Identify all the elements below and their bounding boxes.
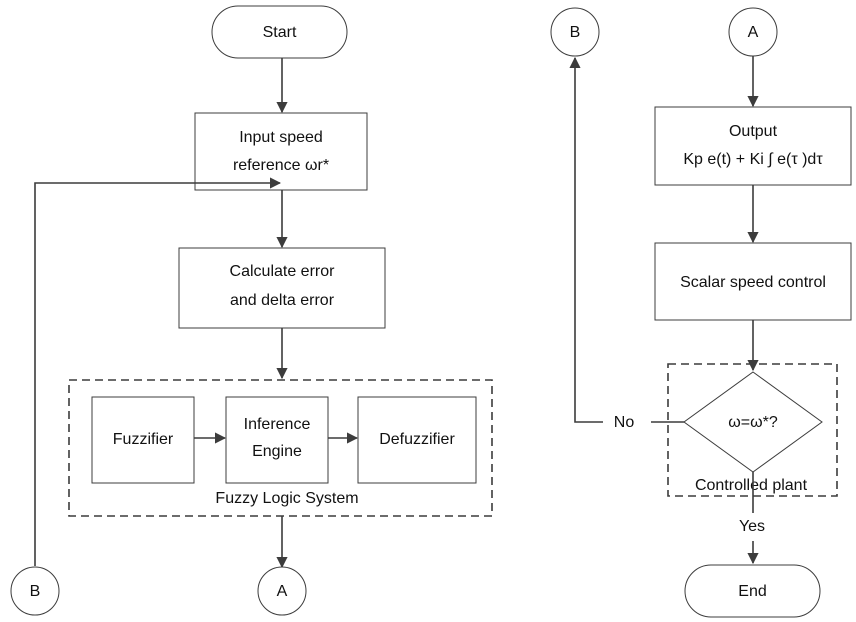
fuzzifier-box: Fuzzifier	[91, 396, 195, 484]
input-speed-box: Input speed reference ωr*	[194, 112, 368, 191]
defuzzifier-box: Defuzzifier	[357, 396, 477, 484]
calculate-error-line1: Calculate error	[230, 263, 336, 280]
decision-label: ω=ω*?	[728, 414, 778, 431]
defuzzifier-label: Defuzzifier	[379, 431, 455, 448]
scalar-speed-control-label: Scalar speed control	[680, 274, 826, 291]
end-label: End	[738, 583, 766, 600]
controlled-plant-label: Controlled plant	[695, 477, 808, 494]
scalar-speed-control-box: Scalar speed control	[654, 242, 852, 321]
no-label: No	[614, 414, 635, 431]
connector-a-out: A	[257, 566, 307, 616]
edge-no-to-connector-b	[569, 56, 603, 423]
connector-a-top-label: A	[748, 24, 759, 41]
connector-a-top: A	[728, 7, 778, 57]
output-line1: Output	[729, 123, 778, 140]
input-speed-line2: reference ωr*	[233, 157, 329, 174]
start-label: Start	[263, 24, 297, 41]
start-terminal: Start	[211, 5, 348, 59]
controlled-plant-group	[667, 363, 838, 497]
output-box: Output Kp e(t) + Ki ∫ e(τ )dτ	[654, 106, 852, 186]
inference-engine-line2: Engine	[252, 443, 302, 460]
end-terminal: End	[684, 564, 821, 618]
decision-diamond: ω=ω*?	[683, 371, 823, 473]
output-formula: Kp e(t) + Ki ∫ e(τ )dτ	[683, 151, 823, 168]
input-speed-line1: Input speed	[239, 129, 323, 146]
connector-a-out-label: A	[277, 583, 288, 600]
connector-b-in-label: B	[30, 583, 41, 600]
edge-b-loop-to-merge	[34, 177, 282, 566]
calculate-error-box: Calculate error and delta error	[178, 247, 386, 329]
fuzzifier-label: Fuzzifier	[113, 431, 174, 448]
connector-b-top: B	[550, 7, 600, 57]
fuzzy-logic-system-label: Fuzzy Logic System	[215, 490, 358, 507]
connector-b-top-label: B	[570, 24, 581, 41]
connector-b-in: B	[10, 566, 60, 616]
yes-label: Yes	[739, 518, 765, 535]
calculate-error-line2: and delta error	[230, 292, 335, 309]
inference-engine-line1: Inference	[244, 416, 311, 433]
inference-engine-box: Inference Engine	[225, 396, 329, 484]
fuzzy-logic-system-group	[68, 379, 493, 517]
